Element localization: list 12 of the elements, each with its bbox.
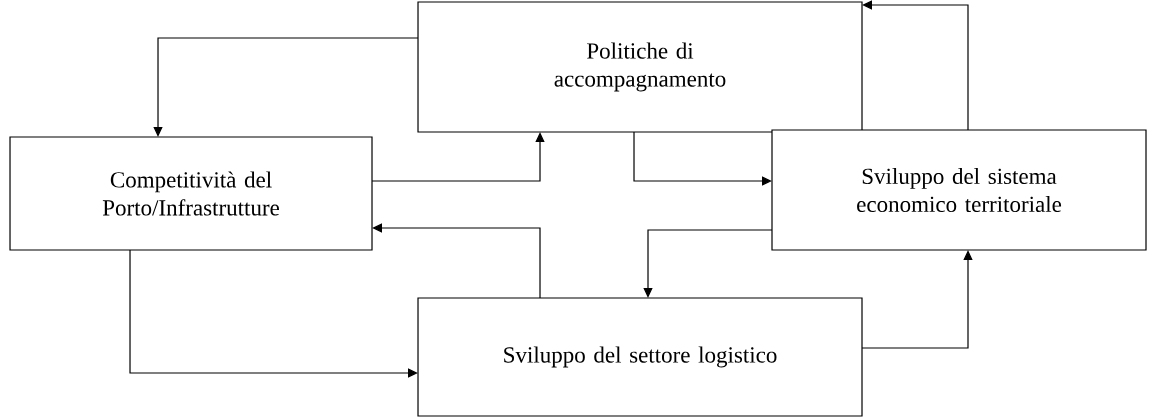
arrow xyxy=(153,37,419,137)
arrow xyxy=(129,249,418,378)
arrow xyxy=(862,0,969,131)
text-box: Sviluppo del settore logistico xyxy=(417,297,863,417)
arrow xyxy=(633,131,772,186)
text-box: Competitività del Porto/Infrastrutture xyxy=(9,136,373,251)
arrow xyxy=(643,229,773,298)
arrow xyxy=(861,250,973,349)
arrow xyxy=(372,223,541,299)
text-box: Sviluppo del sistema economico territoriale xyxy=(771,129,1147,251)
arrow xyxy=(371,132,545,182)
text-box: Politiche di accompagnamento xyxy=(417,1,863,133)
